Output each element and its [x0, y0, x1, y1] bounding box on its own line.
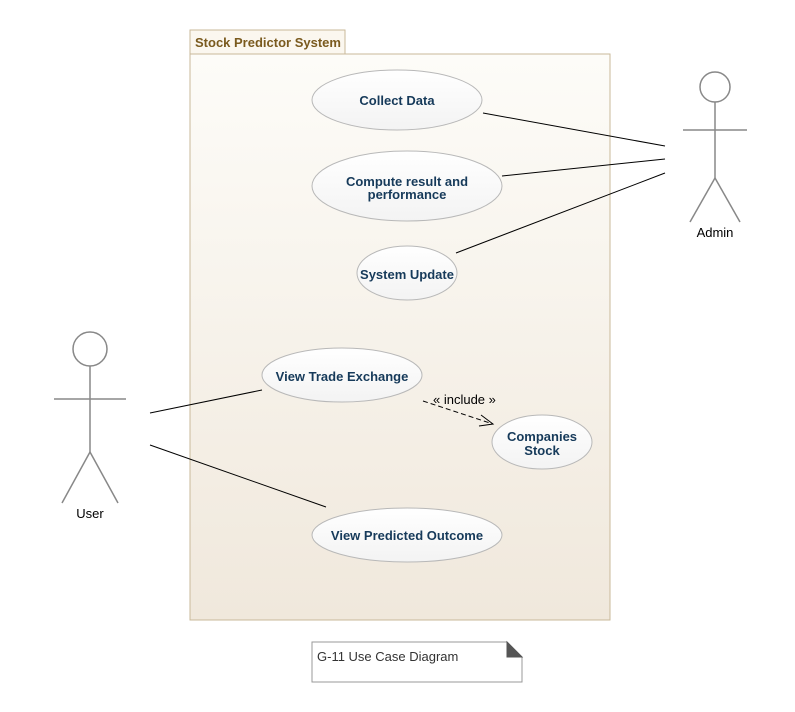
use-case-label: View Trade Exchange — [276, 369, 409, 384]
use-case-label: System Update — [360, 267, 454, 282]
actor-head-icon — [72, 331, 108, 367]
use-case-ellipse — [261, 347, 423, 403]
note-folded-corner-icon — [506, 640, 524, 658]
system-title: Stock Predictor System — [195, 35, 341, 50]
use-case-view-predicted-outcome[interactable]: View Predicted Outcome — [311, 507, 503, 563]
associations — [149, 112, 666, 508]
actor-left-leg — [61, 451, 91, 504]
actor-user[interactable] — [54, 331, 126, 504]
note-text: G-11 Use Case Diagram — [317, 649, 458, 664]
assoc-user-view-trade[interactable] — [149, 389, 263, 414]
assoc-admin-collect-data[interactable] — [482, 112, 666, 147]
use-case-system-update[interactable]: System Update — [356, 245, 458, 301]
actor-admin-label: Admin — [697, 225, 734, 240]
assoc-admin-compute[interactable] — [501, 158, 666, 177]
assoc-user-view-predicted[interactable] — [149, 444, 327, 508]
diagram-note[interactable]: G-11 Use Case Diagram — [311, 640, 524, 683]
use-case-companies-stock[interactable]: Companies Stock — [491, 414, 593, 470]
use-case-ellipse — [311, 507, 503, 563]
actor-head-icon — [699, 71, 731, 103]
include-relation[interactable]: « include » — [422, 392, 496, 427]
use-case-label: View Predicted Outcome — [331, 528, 483, 543]
use-case-ellipse — [491, 414, 593, 470]
use-case-label-line2: Stock — [524, 443, 560, 458]
actor-right-leg — [89, 451, 119, 504]
use-case-label-line2: performance — [368, 187, 447, 202]
use-case-label: Collect Data — [359, 93, 435, 108]
use-case-label-line1: Compute result and — [346, 174, 468, 189]
assoc-admin-system-update[interactable] — [455, 172, 666, 254]
system-boundary-tab — [189, 29, 346, 55]
note-body — [311, 641, 523, 683]
actor-right-leg — [714, 177, 741, 223]
use-case-view-trade-exchange[interactable]: View Trade Exchange — [261, 347, 423, 403]
use-case-compute-result[interactable]: Compute result and performance — [311, 150, 503, 222]
include-label: « include » — [433, 392, 496, 407]
use-case-ellipse — [311, 69, 483, 131]
use-case-label-line1: Companies — [507, 429, 577, 444]
actor-left-leg — [689, 177, 716, 223]
actor-admin[interactable] — [683, 71, 747, 223]
actor-user-label: User — [76, 506, 104, 521]
include-arrowhead — [478, 414, 495, 427]
use-case-ellipse — [311, 150, 503, 222]
use-case-collect-data[interactable]: Collect Data — [311, 69, 483, 131]
include-dashed-line — [422, 400, 494, 425]
use-case-ellipse — [356, 245, 458, 301]
